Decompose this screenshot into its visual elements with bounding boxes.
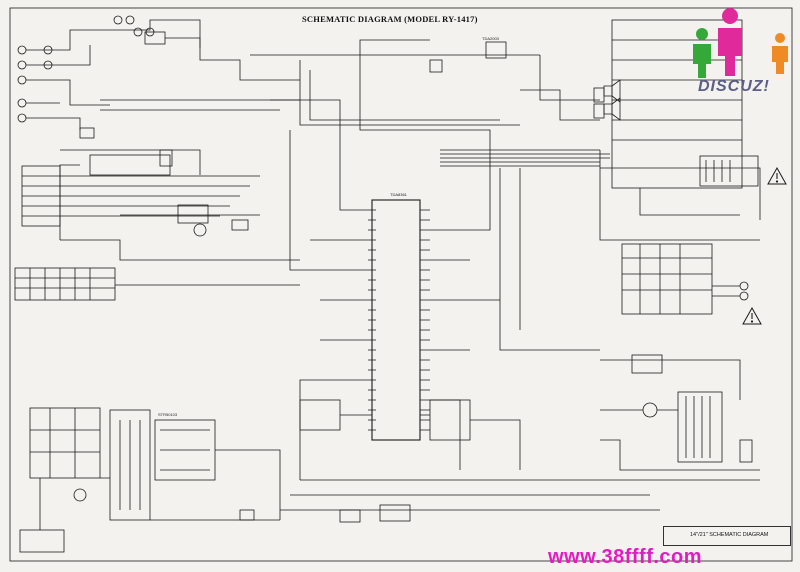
power-supply [19,407,281,553]
diagram-title: SCHEMATIC DIAGRAM (MODEL RY-1417) [302,14,478,24]
speaker-icon [603,79,621,121]
tuner-block [100,15,300,111]
if-stage [59,127,300,261]
audio-section [250,41,605,126]
ic-label: TDA8361 [390,192,407,197]
right-middle-block [600,243,749,400]
input-jacks [17,19,300,130]
warning-triangle-icon [742,306,762,325]
ic-label: TDA2003 [482,36,499,41]
sheet-border [9,7,793,562]
connector-strip-left [14,165,300,301]
warning-triangle-icon [767,166,787,185]
logo-figures-icon [693,8,788,78]
flyback-block [600,391,760,471]
title-block-text: 14"/21" SCHEMATIC DIAGRAM [690,532,769,538]
vertical-circuit [299,399,521,523]
ic-label: STR50103 [158,412,178,417]
main-ic [270,39,500,480]
logo-text: DISCUZ! [698,78,770,95]
title-block: 14"/21" SCHEMATIC DIAGRAM [663,526,791,546]
watermark-url: www.38ffff.com [548,546,703,568]
